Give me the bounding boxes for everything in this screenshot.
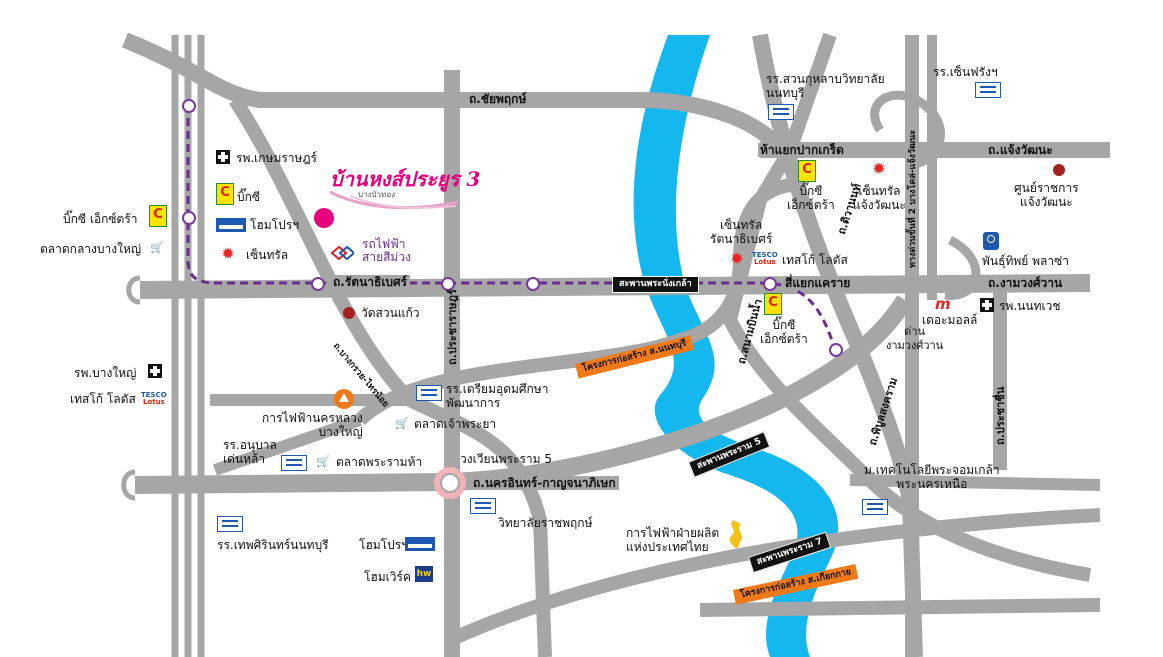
- poi-label: รร.อนุบาล เด่นหล้า: [223, 438, 277, 466]
- poi-label: ตลาดกลางบางใหญ่: [40, 242, 142, 256]
- chao-phraya-river: [633, 35, 839, 657]
- road-label: ถ.ประชาชื่น: [994, 386, 1007, 445]
- bigc-icon: C: [216, 183, 234, 205]
- road-label: ถ.ชัยพฤกษ์: [466, 92, 530, 106]
- bridge-label: สะพานพระนั่งเกล้า: [612, 276, 699, 293]
- poi-label: บิ๊กซี เอ็กซ์ตร้า: [760, 318, 808, 346]
- poi-label: บิ๊กซี เอ็กซ์ตร้า: [787, 184, 835, 212]
- market-icon: 🛒: [150, 241, 164, 254]
- poi-label: เดอะมอลล์: [922, 313, 978, 327]
- central-icon: ✹: [221, 244, 235, 263]
- train-icon: [330, 245, 354, 260]
- purple-station[interactable]: [182, 99, 196, 113]
- school-icon: [470, 498, 496, 514]
- poi-label: วิทยาลัยราชพฤกษ์: [498, 516, 593, 530]
- poi-label: ตลาดพระรามห้า: [336, 455, 423, 469]
- road-tiwanon: [752, 33, 923, 657]
- school-icon: [862, 499, 888, 515]
- central-icon: ✹: [872, 159, 886, 178]
- egat-icon: [729, 520, 742, 548]
- hospital-icon: [980, 298, 994, 312]
- poi-label: การไฟฟ้านครหลวง บางใหญ่: [262, 411, 363, 439]
- phra-ram-5-roundabout: [434, 467, 466, 499]
- school-icon: [416, 385, 442, 401]
- homework-icon: hw: [415, 566, 433, 582]
- purple-station[interactable]: [182, 211, 196, 225]
- project-logo-sub: บางบัวทอง: [358, 190, 396, 199]
- poi-label: ตลาดเจ้าพระยา: [414, 417, 497, 431]
- poi-label: เซ็นทรัล รัตนาธิเบศร์: [710, 218, 773, 246]
- toll-label: ด่าน งามวงศ์วาน: [886, 325, 944, 352]
- purple-line-label: รถไฟฟ้า สายสีม่วง: [362, 237, 411, 264]
- poi-label: ศูนย์ราชการ แจ้งวัฒนะ: [1014, 181, 1079, 209]
- market-icon: 🛒: [316, 455, 330, 468]
- homepro-icon: [216, 218, 246, 232]
- poi-label: การไฟฟ้าฝ่ายผลิต แห่งประเทศไทย: [626, 526, 720, 554]
- market-icon: 🛒: [395, 417, 409, 430]
- mea-icon: [334, 389, 354, 409]
- project-logo: บ้านหงส์ประยูร 3: [330, 167, 481, 191]
- poi-label: รร.เซ็นฟรังฯ: [933, 65, 998, 79]
- logo-swoosh: [330, 190, 459, 210]
- school-icon: [975, 82, 1001, 98]
- road-label: ห้าแยกปากเกร็ด: [758, 143, 846, 157]
- hospital-icon: [216, 150, 230, 164]
- central-icon: ✹: [730, 249, 744, 268]
- road-label: ถ.งามวงศ์วาน: [985, 276, 1066, 290]
- temple-icon: [343, 307, 355, 319]
- road-label: ถ.แจ้งวัฒนะ: [985, 143, 1056, 157]
- road-label: ถ.ประชาราษฎร์: [446, 289, 459, 365]
- purple-line-route: [186, 105, 837, 351]
- purple-station[interactable]: [829, 343, 843, 357]
- bigc-icon: C: [764, 293, 782, 315]
- circle-label: วงเวียนพระราม 5: [460, 452, 553, 466]
- poi-label: เทสโก้ โลตัส: [782, 253, 848, 267]
- poi-label: โฮมเวิร์ค: [364, 570, 411, 584]
- poi-label: โฮมโปรฯ: [250, 218, 299, 232]
- school-icon: [281, 455, 307, 471]
- govt-center-icon: [1053, 164, 1065, 176]
- road-label: สี่แยกแคราย: [783, 276, 853, 290]
- purple-station[interactable]: [526, 277, 540, 291]
- poi-label: รร.เตรียมอุดมศึกษา พัฒนาการ: [446, 382, 549, 410]
- pantip-icon: [983, 232, 999, 250]
- poi-label: เซ็นทรัล แจ้งวัฒนะ: [853, 184, 906, 212]
- poi-label: บิ๊กซี เอ็กซ์ตร้า: [63, 212, 138, 226]
- poi-label: เซ็นทรัล: [246, 248, 289, 262]
- homepro-icon: [405, 537, 435, 551]
- school-icon: [768, 104, 794, 120]
- themall-icon: m: [935, 295, 951, 313]
- bigc-icon: C: [798, 160, 816, 182]
- poi-label: รพ.เกษมราษฎร์: [236, 151, 317, 165]
- road-label: ทางด่วนขั้นที่ 2 บางโคล่-แจ้งวัฒนะ: [908, 129, 918, 268]
- poi-label: รพ.บางใหญ่: [74, 366, 137, 380]
- poi-label: รพ.นนทเวช: [999, 299, 1061, 313]
- poi-label: รร.สวนกุหลาบวิทยาลัย นนทบุรี: [766, 72, 885, 100]
- project-location-marker[interactable]: [314, 208, 334, 228]
- hospital-icon: [148, 364, 162, 378]
- poi-label: โฮมโปรฯ: [359, 538, 408, 552]
- school-icon: [217, 516, 243, 532]
- poi-label: พันธุ์ทิพย์ พลาซ่า: [982, 254, 1069, 268]
- purple-station[interactable]: [311, 277, 325, 291]
- poi-label: วัดสวนแก้ว: [361, 306, 420, 320]
- purple-station[interactable]: [441, 277, 455, 291]
- bigc-icon: C: [149, 205, 167, 227]
- poi-label: บิ๊กซี: [237, 190, 261, 204]
- poi-label: เทสโก้ โลตัส: [70, 392, 136, 406]
- poi-label: รร.เทพศิรินทร์นนทบุรี: [217, 538, 329, 552]
- road-label: ถ.รัตนาธิเบศร์: [330, 275, 411, 289]
- poi-label: ม.เทคโนโลยีพระจอมเกล้า พระนครเหนือ: [864, 463, 1000, 491]
- purple-station[interactable]: [763, 277, 777, 291]
- road-label: ถ.นครอินทร์-กาญจนาภิเษก: [470, 476, 619, 490]
